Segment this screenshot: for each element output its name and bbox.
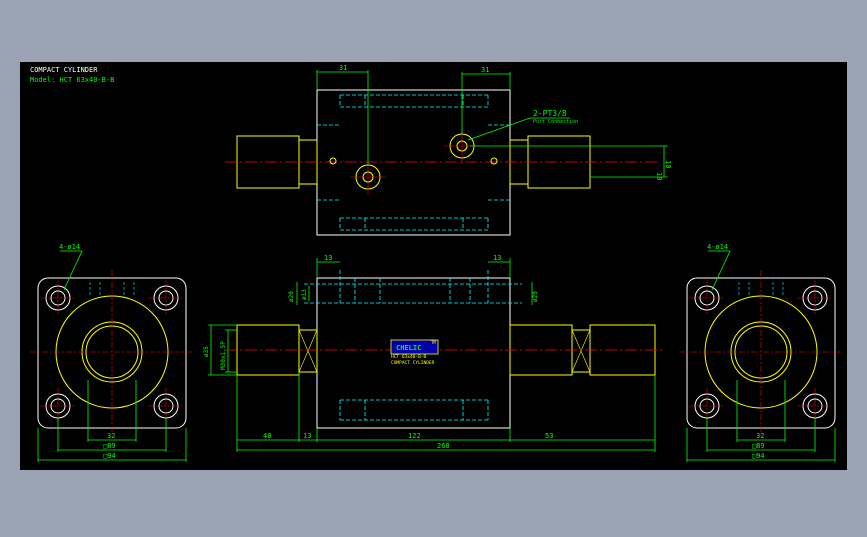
left-end-dims: [37, 380, 187, 462]
dim-phi20-left-text: ø20: [288, 291, 295, 302]
dim-31-right: [461, 72, 511, 134]
dim-10-pair: [470, 145, 668, 178]
right-dim-94-text: □94: [752, 452, 765, 460]
dim-phi35-text: ø35: [203, 346, 210, 357]
logo-mark: TM: [431, 340, 436, 345]
dim-40-text: 40: [263, 432, 271, 440]
title-block: COMPACT CYLINDER Model: HCT 63x40-B-B: [30, 66, 114, 84]
dim-rod: [208, 324, 237, 376]
dim-53-text: 53: [545, 432, 553, 440]
right-dim-32-text: 32: [756, 432, 764, 440]
dim-10b-text: 10: [655, 172, 663, 180]
left-holes-label: 4-ø14: [59, 243, 80, 251]
dim-31-left-text: 31: [339, 64, 347, 72]
dim-31-left: [316, 70, 369, 165]
dim-phi-bores: [296, 282, 533, 305]
drawing-title: COMPACT CYLINDER: [30, 66, 98, 74]
dim-phi13-text: ø13: [301, 289, 308, 300]
left-end-view: 4-ø14 32 □89 □94: [30, 243, 194, 462]
right-centerlines: [679, 270, 843, 436]
dim-122-text: 122: [408, 432, 421, 440]
dim-31-right-text: 31: [481, 66, 489, 74]
dim-phi20-right-text: ø20: [532, 291, 539, 302]
logo-text: CHELIC: [396, 344, 421, 352]
dim-13-left-text: 13: [324, 254, 332, 262]
right-holes-leader: [708, 250, 731, 291]
right-end-dims: [686, 380, 836, 462]
right-dim-89-text: □89: [752, 442, 765, 450]
label-line1: HCT 63x40-B-B: [391, 354, 427, 360]
left-hidden-marks: [89, 282, 135, 296]
port-sublabel: Port Connection: [533, 119, 578, 125]
dim-13-top: [316, 258, 511, 278]
drawing-model: Model: HCT 63x40-B-B: [30, 76, 114, 84]
dim-13-bottom-text: 13: [303, 432, 311, 440]
dim-10a-text: 10: [664, 160, 672, 168]
top-hidden-lines: [317, 94, 510, 231]
right-end-view: 4-ø14 32 □89 □94: [679, 243, 843, 462]
dim-thread-text: M30x1.5P: [220, 341, 227, 370]
right-hidden-marks: [738, 282, 784, 296]
left-holes-leader: [60, 250, 83, 291]
front-rod-left-flats: [298, 329, 318, 373]
logo-plate: [390, 339, 439, 355]
dim-bottom: [236, 372, 656, 452]
front-hidden-lines: [304, 270, 522, 421]
top-view: 31 31 2-PT3/8 Port Connection 10 10: [225, 64, 672, 236]
left-dim-94-text: □94: [103, 452, 116, 460]
left-dim-89-text: □89: [103, 442, 116, 450]
left-dim-32-text: 32: [107, 432, 115, 440]
front-view: CHELIC TM HCT 63x40-B-B COMPACT CYLINDER…: [203, 254, 665, 452]
dim-268-text: 268: [437, 442, 450, 450]
drawing-sheet: [20, 62, 847, 470]
port-label: 2-PT3/8: [533, 109, 567, 118]
label-line2: COMPACT CYLINDER: [391, 360, 435, 366]
right-holes-label: 4-ø14: [707, 243, 728, 251]
port-leader: [467, 117, 570, 141]
screw-marks: [329, 157, 498, 165]
dim-13-right-text: 13: [493, 254, 501, 262]
